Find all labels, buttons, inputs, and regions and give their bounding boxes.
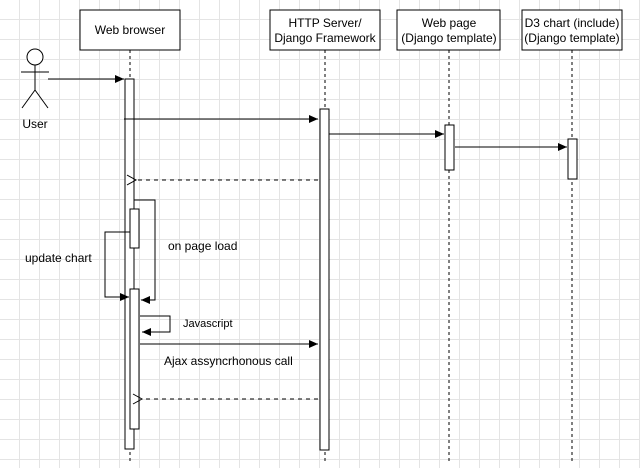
web-browser-label: Web browser — [95, 23, 165, 37]
user-label: User — [22, 117, 47, 131]
update-chart-label: update chart — [25, 251, 92, 265]
ajax-call-label: Ajax assyncrhonous call — [164, 354, 293, 368]
web-page-label-line1: Web page — [422, 16, 477, 30]
participant-d3-chart: D3 chart (include) (Django template) — [521, 9, 623, 51]
participant-web-page: Web page (Django template) — [396, 9, 501, 51]
http-server-label-line1: HTTP Server/ — [288, 16, 362, 30]
d3-chart-activation-bar — [567, 138, 578, 180]
on-page-load-self-arrow — [134, 199, 156, 304]
user-stick-figure-icon — [21, 48, 49, 109]
javascript-self-arrow — [140, 315, 171, 336]
participant-web-browser: Web browser — [79, 9, 181, 51]
update-chart-activation-bar — [129, 288, 140, 430]
update-chart-self-arrow — [104, 231, 130, 301]
d3-chart-label-line1: D3 chart (include) — [525, 16, 620, 30]
http-server-label-line2: Django Framework — [274, 31, 376, 45]
participant-http-server: HTTP Server/ Django Framework — [269, 9, 381, 51]
web-page-label-line2: (Django template) — [401, 31, 496, 45]
user-actor: User — [21, 48, 49, 131]
web-page-activation-bar — [444, 124, 455, 171]
on-page-load-label: on page load — [168, 239, 237, 253]
http-server-activation-bar — [319, 108, 330, 451]
d3-chart-label-line2: (Django template) — [524, 31, 619, 45]
page-load-activation-bar — [129, 208, 140, 249]
web-browser-activation-bar — [124, 78, 135, 450]
javascript-label: Javascript — [183, 318, 233, 330]
